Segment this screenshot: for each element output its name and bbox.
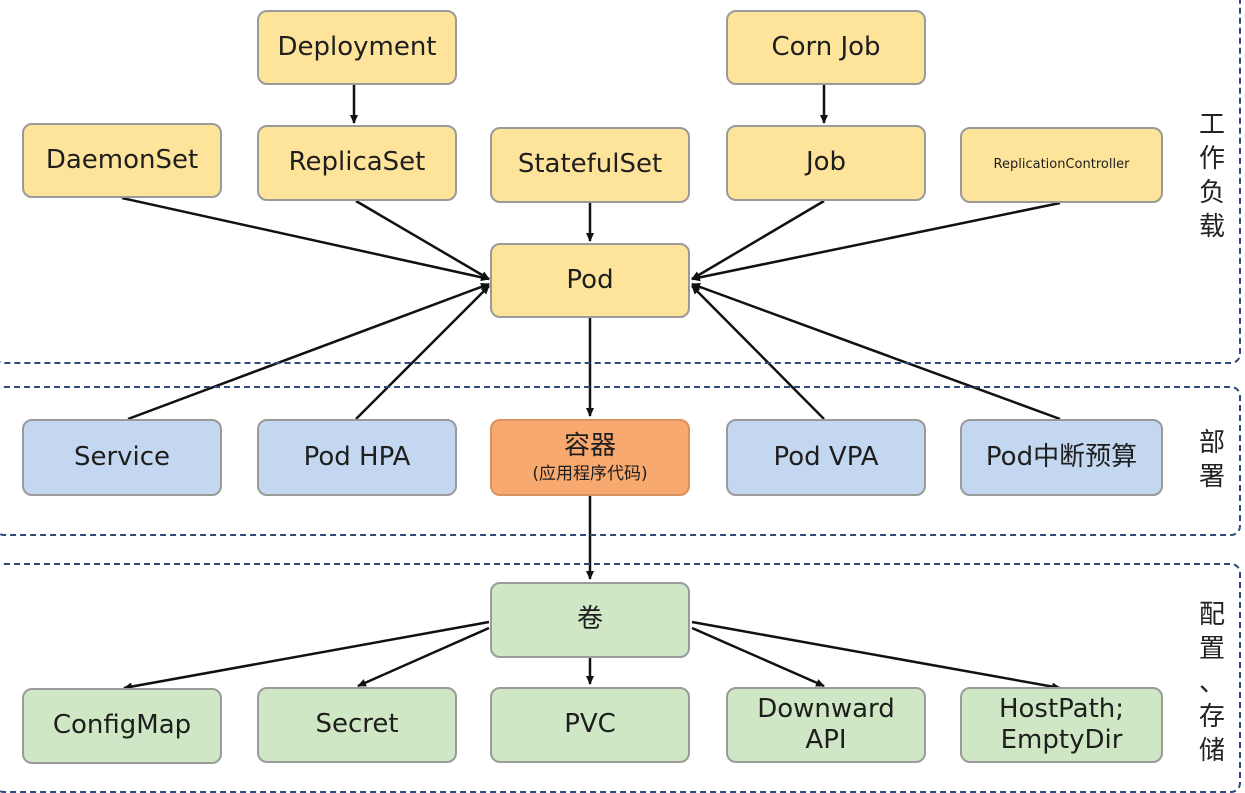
arrow-job-to-pod bbox=[691, 199, 825, 281]
daemonset-node: DaemonSet bbox=[22, 123, 222, 198]
replication-controller-label: ReplicationController bbox=[993, 157, 1130, 173]
volume-node: 卷 bbox=[490, 582, 690, 658]
arrow-podvpa-to-pod bbox=[691, 285, 825, 420]
cron-job-node: Corn Job bbox=[726, 10, 926, 85]
cron-job-label: Corn Job bbox=[771, 31, 881, 62]
downward-api-label-line2: API bbox=[805, 725, 847, 755]
arrow-replicaset-to-pod bbox=[355, 199, 490, 281]
pvc-label: PVC bbox=[564, 709, 616, 740]
pod-disruption-budget-label: Pod中断预算 bbox=[985, 441, 1138, 472]
deploy-section-label: 部 署 bbox=[1198, 428, 1225, 492]
workloads-section bbox=[0, 0, 1241, 364]
container-label: 容器 bbox=[563, 430, 616, 461]
service-node: Service bbox=[22, 419, 222, 496]
arrow-podhpa-to-pod bbox=[355, 285, 490, 420]
downward-api-label-line1: Downward bbox=[757, 693, 895, 724]
arrow-volume-to-downward bbox=[691, 626, 825, 688]
arrow-pdb-to-pod bbox=[691, 282, 1061, 421]
replicaset-label: ReplicaSet bbox=[288, 147, 426, 178]
statefulset-label: StatefulSet bbox=[517, 149, 663, 180]
configmap-label: ConfigMap bbox=[52, 710, 192, 741]
job-node: Job bbox=[726, 125, 926, 201]
arrow-service-to-pod bbox=[127, 282, 490, 421]
replicaset-node: ReplicaSet bbox=[257, 125, 457, 201]
service-label: Service bbox=[73, 441, 171, 472]
job-label: Job bbox=[805, 147, 847, 178]
deploy-section bbox=[0, 386, 1241, 536]
downward-api-node: Downward API bbox=[726, 687, 926, 763]
container-node: 容器 (应用程序代码) bbox=[490, 419, 690, 496]
statefulset-node: StatefulSet bbox=[490, 127, 690, 203]
pod-vpa-label: Pod VPA bbox=[773, 441, 879, 472]
arrow-volume-to-configmap bbox=[123, 620, 490, 691]
hostpath-label-line1: HostPath; bbox=[998, 693, 1125, 724]
pod-hpa-node: Pod HPA bbox=[257, 419, 457, 496]
container-sublabel: (应用程序代码) bbox=[532, 463, 648, 484]
pvc-node: PVC bbox=[490, 687, 690, 763]
pod-node: Pod bbox=[490, 243, 690, 318]
arrow-daemonset-to-pod bbox=[121, 196, 490, 282]
hostpath-label-line2: EmptyDir bbox=[1000, 725, 1123, 755]
config-storage-section-label: 配 置 、 存 储 bbox=[1198, 600, 1225, 766]
pod-disruption-budget-node: Pod中断预算 bbox=[960, 419, 1163, 496]
volume-label: 卷 bbox=[576, 604, 603, 635]
secret-node: Secret bbox=[257, 687, 457, 763]
arrow-volume-to-hostpath bbox=[691, 620, 1061, 691]
replication-controller-node: ReplicationController bbox=[960, 127, 1163, 203]
pod-label: Pod bbox=[566, 264, 614, 295]
hostpath-emptydir-node: HostPath; EmptyDir bbox=[960, 687, 1163, 763]
pod-hpa-label: Pod HPA bbox=[303, 441, 411, 472]
daemonset-label: DaemonSet bbox=[45, 144, 199, 175]
workloads-section-label: 工 作 负 载 bbox=[1198, 110, 1225, 242]
deployment-node: Deployment bbox=[257, 10, 457, 85]
pod-vpa-node: Pod VPA bbox=[726, 419, 926, 496]
arrow-replicationcontroller-to-pod bbox=[691, 201, 1061, 282]
configmap-node: ConfigMap bbox=[22, 688, 222, 764]
secret-label: Secret bbox=[315, 709, 399, 740]
arrow-volume-to-secret bbox=[357, 626, 490, 688]
deployment-label: Deployment bbox=[277, 31, 437, 62]
